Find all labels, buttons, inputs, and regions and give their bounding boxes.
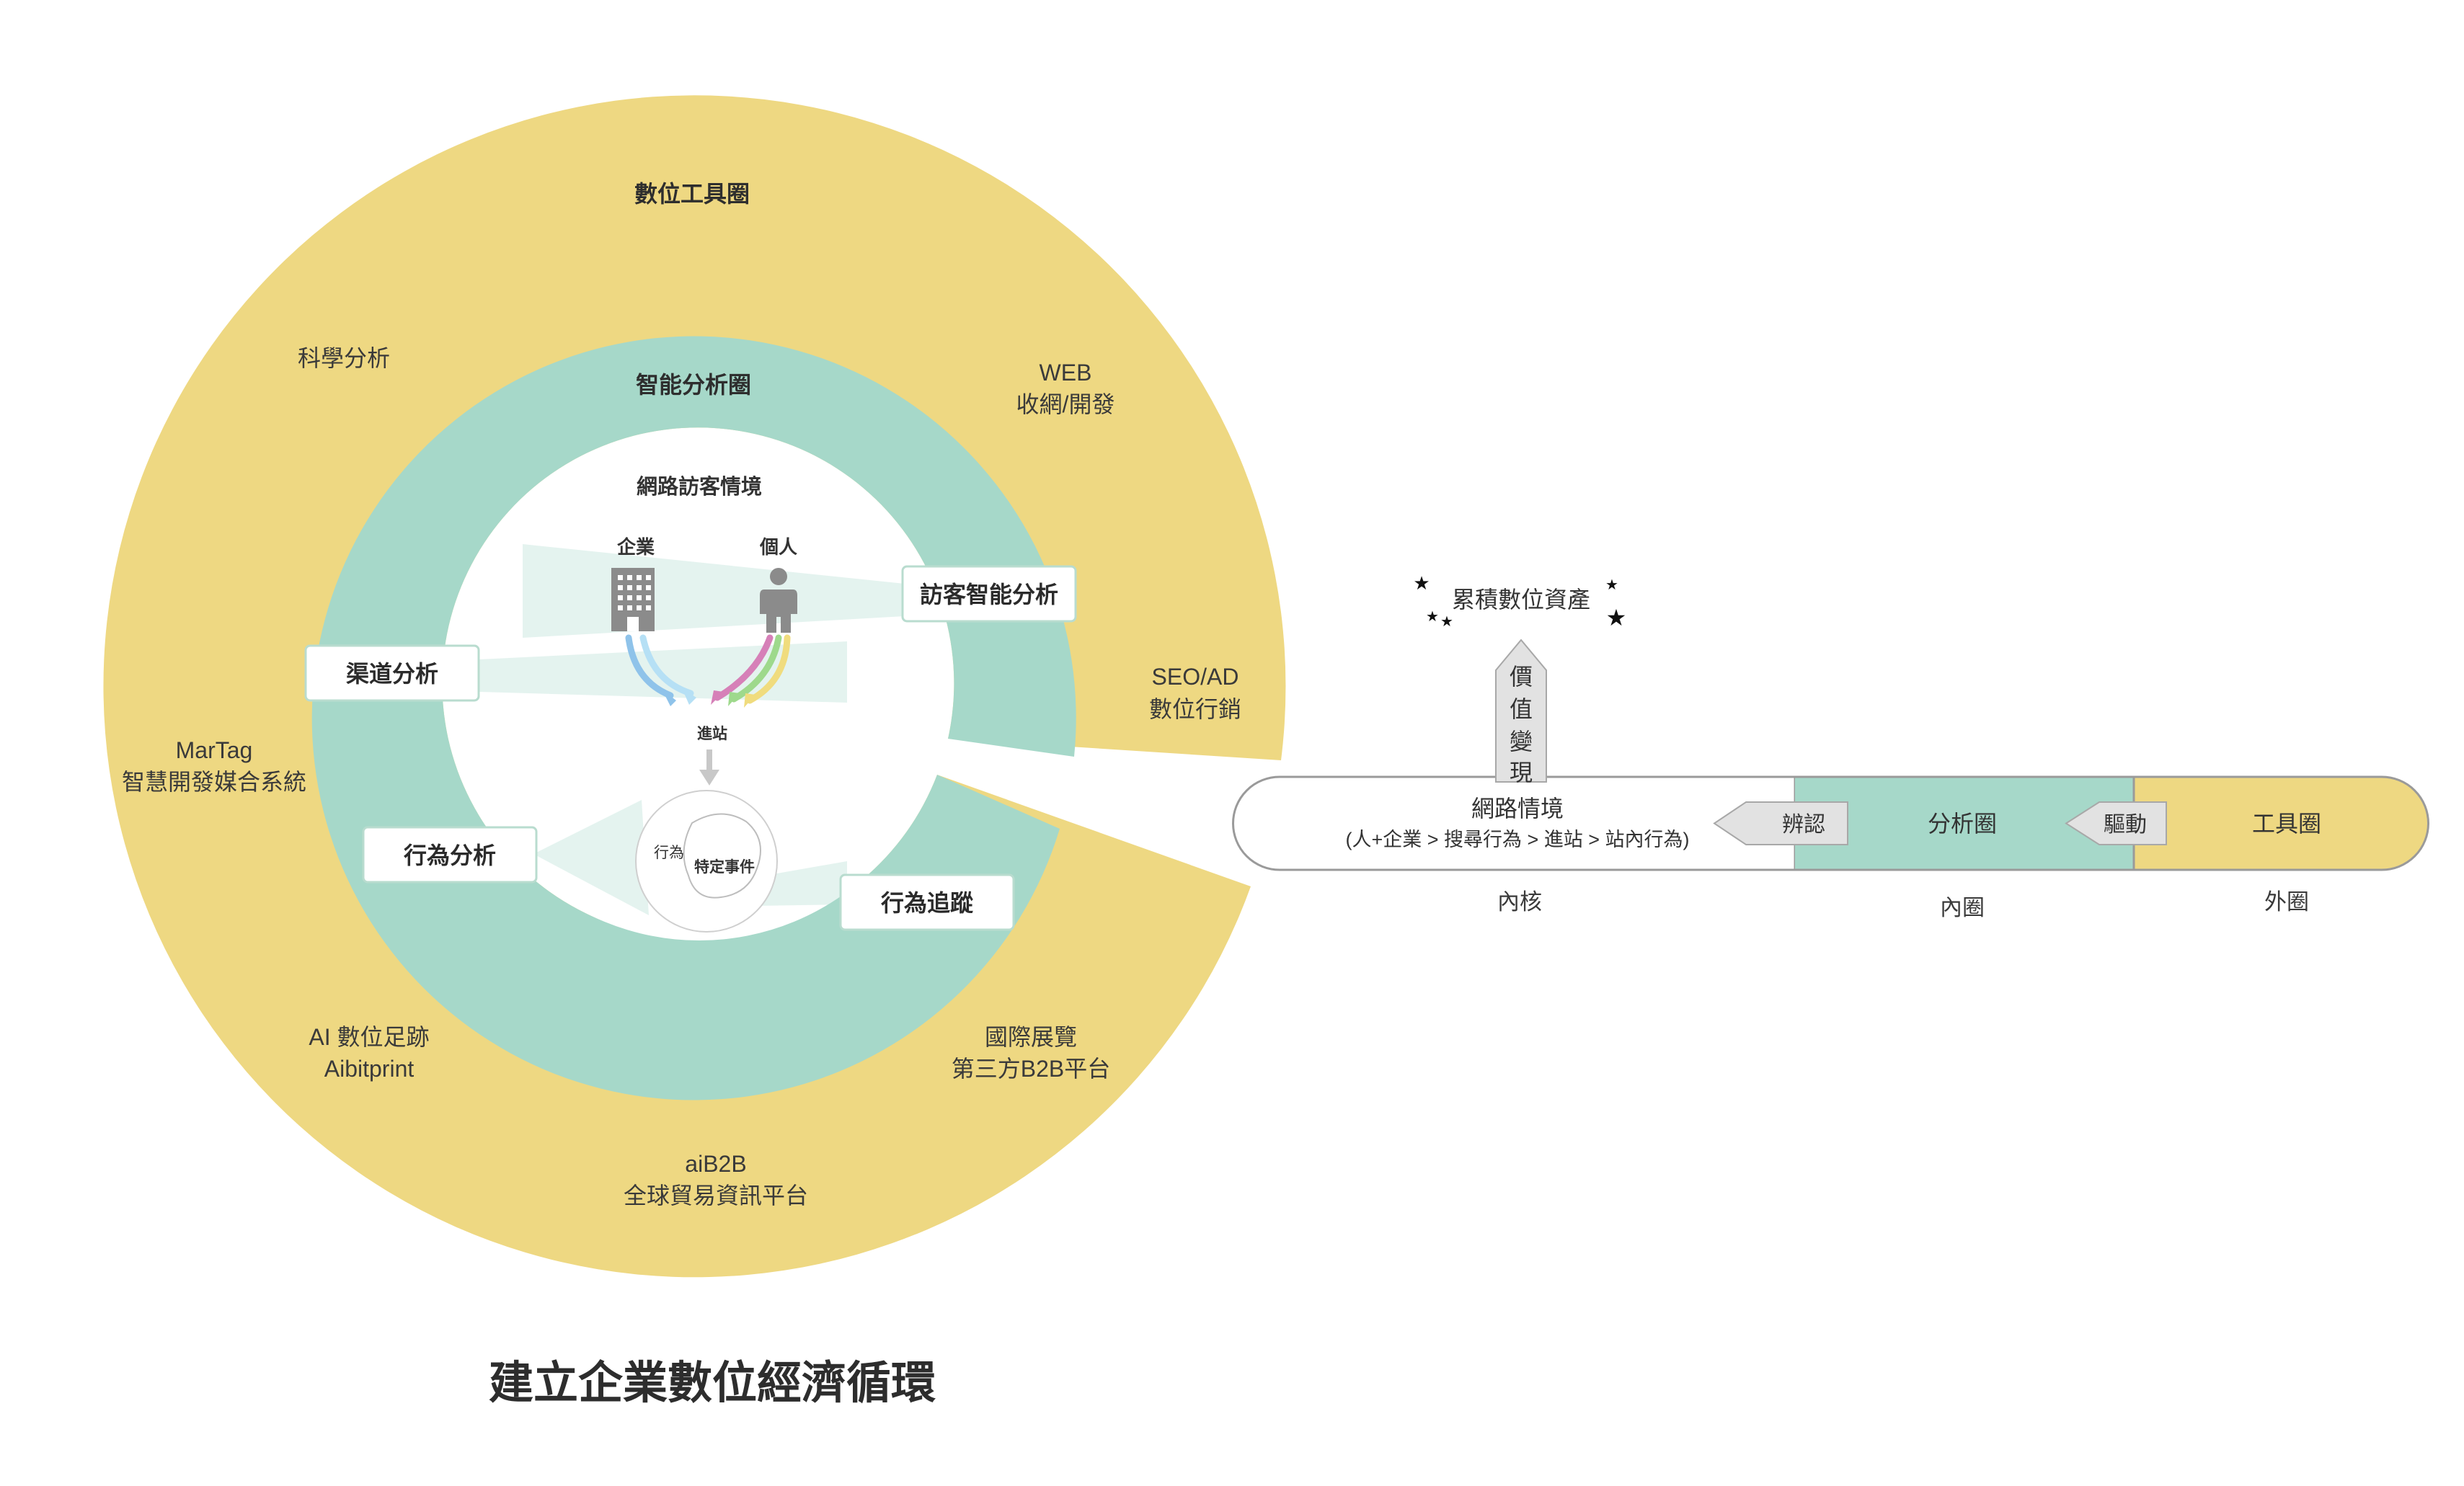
bar-core-segment <box>1232 775 1796 871</box>
outer-ring-labels: 數位工具圈 科學分析 WEB 收網/開發 SEO/AD 數位行銷 MarTag … <box>122 181 1241 1209</box>
bar-outer-segment <box>2132 775 2429 871</box>
behavior-label: 行為 <box>654 845 684 861</box>
martag-label: MarTag <box>176 737 253 763</box>
seo-sub-label: 數位行銷 <box>1149 696 1241 722</box>
outer-ring-title: 數位工具圈 <box>634 181 750 207</box>
building-icon <box>611 568 655 631</box>
arrow-person-pink <box>714 634 774 701</box>
star-icon: ★ <box>1440 614 1453 630</box>
flow-arrowheads <box>662 688 755 708</box>
digital-asset-label: 累積數位資產 <box>1452 587 1590 613</box>
down-arrow-icon <box>699 749 719 786</box>
drive-arrow: 驅動 <box>2065 801 2167 845</box>
arrow-person-green <box>730 634 782 703</box>
box-visitor-analysis: 訪客智能分析 <box>901 565 1077 623</box>
seo-label: SEO/AD <box>1152 664 1239 690</box>
person-label: 個人 <box>759 536 797 558</box>
ai-footprint-label: AI 數位足跡 <box>309 1024 429 1050</box>
science-analysis-label: 科學分析 <box>298 345 390 371</box>
expo-sub-label: 第三方B2B平台 <box>952 1056 1111 1082</box>
star-icon: ★ <box>1606 605 1627 631</box>
value-char-2: 值 <box>1510 696 1533 722</box>
bar-core-subtitle: (人+企業 > 搜尋行為 > 進站 > 站內行為) <box>1345 829 1689 850</box>
ai-footprint-sub-label: Aibitprint <box>324 1056 415 1082</box>
specific-event-label: 特定事件 <box>694 858 755 876</box>
label-core: 內核 <box>1497 889 1542 915</box>
label-inner: 內圈 <box>1940 895 1985 920</box>
person-icon <box>760 568 797 633</box>
web-label: WEB <box>1040 360 1092 386</box>
bar-core-title: 網路情境 <box>1471 796 1564 822</box>
identify-label: 辨認 <box>1782 813 1825 837</box>
arrow-person-yellow <box>746 634 791 704</box>
value-char-4: 現 <box>1510 760 1533 786</box>
box-channel-analysis: 渠道分析 <box>304 644 480 702</box>
aib2b-label: aiB2B <box>685 1151 746 1177</box>
layer-bar: 辨認 驅動 網路情境 (人+企業 > 搜尋行為 > 進站 > 站內行為) 分析圈… <box>1232 775 2429 920</box>
bar-analysis-label: 分析圈 <box>1928 811 1997 837</box>
bar-tools-label: 工具圈 <box>2252 811 2321 837</box>
star-icon: ★ <box>1426 609 1439 625</box>
star-icons: ★ ★ ★ ★ ★ <box>1413 572 1626 631</box>
web-sub-label: 收網/開發 <box>1016 391 1115 417</box>
identify-arrow: 辨認 <box>1713 801 1848 845</box>
behavior-circle-icon <box>635 790 778 933</box>
box-behavior-analysis: 行為分析 <box>362 826 538 884</box>
value-char-3: 變 <box>1510 729 1533 755</box>
main-title: 建立企業數位經濟循環 <box>489 1358 936 1408</box>
martag-sub-label: 智慧開發媒合系統 <box>122 769 306 795</box>
value-realization-arrow: 價 值 變 現 <box>1495 639 1547 786</box>
core-circle <box>451 443 948 940</box>
enter-site-label: 進站 <box>697 725 727 742</box>
star-icon: ★ <box>1413 572 1430 594</box>
behavior-analysis-label: 行為分析 <box>404 842 496 868</box>
enterprise-label: 企業 <box>617 536 655 558</box>
drive-label: 驅動 <box>2104 813 2147 837</box>
behavior-tracking-label: 行為追蹤 <box>881 890 973 916</box>
box-behavior-tracking: 行為追蹤 <box>839 873 1015 931</box>
star-icon: ★ <box>1605 577 1618 593</box>
value-char-1: 價 <box>1510 664 1533 690</box>
core-title: 網路訪客情境 <box>637 474 762 499</box>
expo-label: 國際展覽 <box>985 1024 1077 1050</box>
visitor-analysis-label: 訪客智能分析 <box>920 582 1058 608</box>
arrow-enterprise-1 <box>625 634 674 699</box>
aib2b-sub-label: 全球貿易資訊平台 <box>624 1183 808 1209</box>
inner-ring-title: 智能分析圈 <box>636 372 751 398</box>
channel-analysis-label: 渠道分析 <box>346 661 438 687</box>
outer-ring <box>103 95 1286 1278</box>
core-contents: 網路訪客情境 企業 個人 <box>611 474 797 933</box>
label-outer: 外圈 <box>2264 889 2309 915</box>
